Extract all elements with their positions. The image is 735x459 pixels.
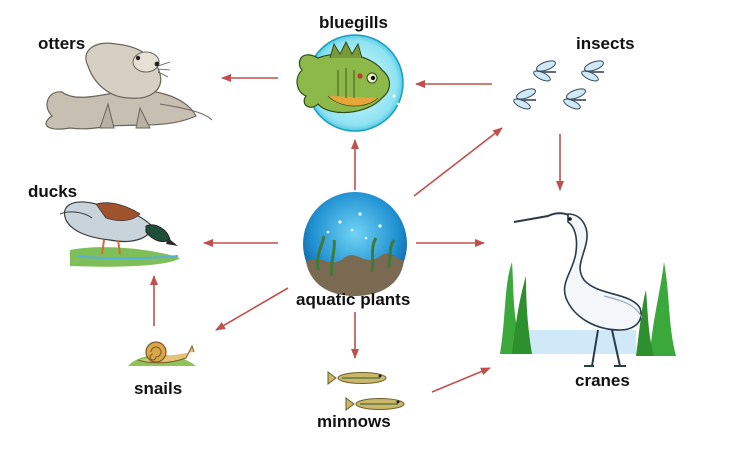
insects-illustration <box>513 60 604 110</box>
label-insects: insects <box>576 34 635 53</box>
crane-illustration <box>500 212 676 367</box>
arrow-plants-to-insects <box>413 127 503 197</box>
label-ducks: ducks <box>28 182 78 201</box>
label-aquatic-plants: aquatic plants <box>296 290 411 309</box>
duck-illustration <box>59 201 180 267</box>
label-snails: snails <box>134 379 183 398</box>
label-cranes: cranes <box>575 371 630 390</box>
otter-illustration <box>45 42 213 130</box>
snail-illustration <box>128 341 196 366</box>
label-otters: otters <box>38 34 86 53</box>
arrow-plants-to-snails <box>215 287 289 331</box>
arrow-minnows-to-cranes <box>431 367 491 393</box>
food-web-arrows <box>150 74 564 393</box>
aquatic-plants-illustration <box>303 192 407 296</box>
minnows-illustration <box>327 371 405 411</box>
label-bluegills: bluegills <box>319 13 388 32</box>
bluegill-illustration <box>296 34 404 132</box>
label-minnows: minnows <box>317 412 391 431</box>
